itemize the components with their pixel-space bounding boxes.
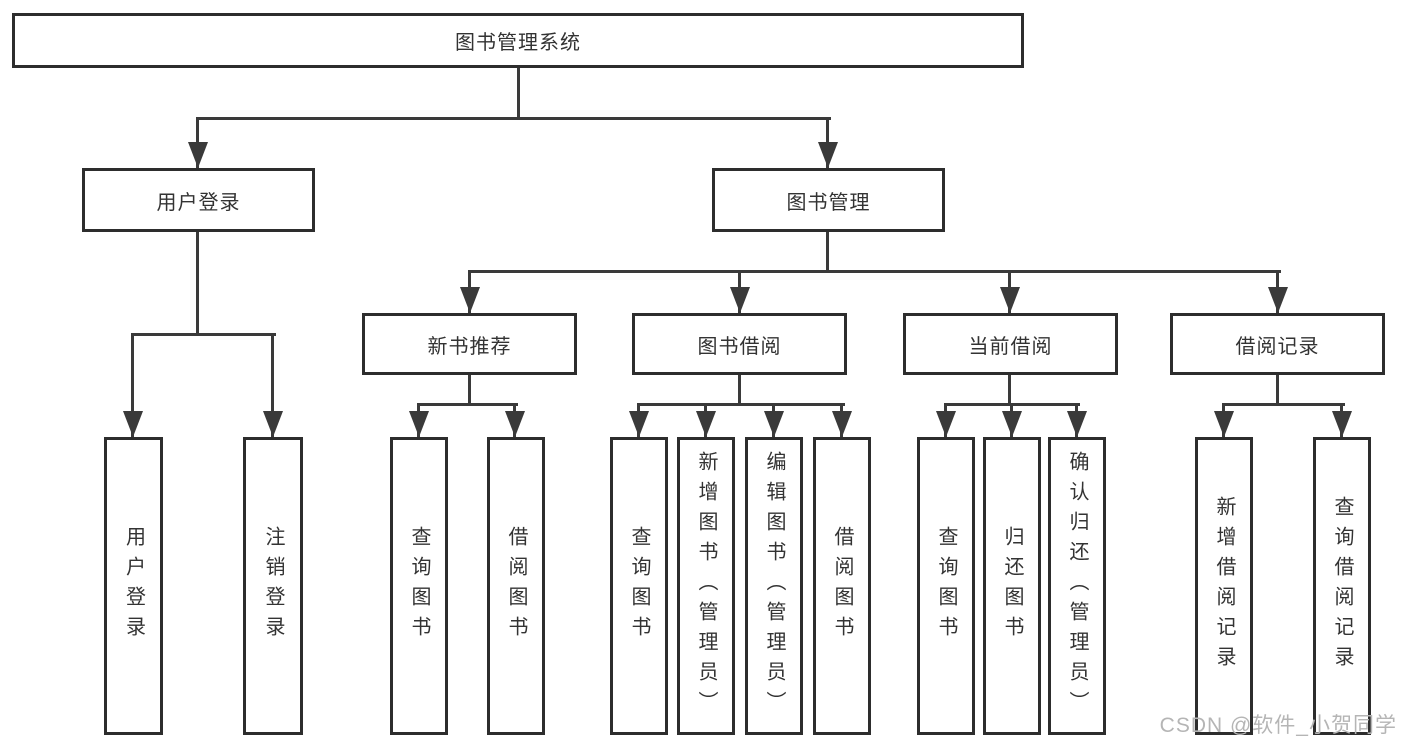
- node-borrow-records: 借阅记录: [1170, 313, 1385, 375]
- connector-bus: [196, 117, 831, 120]
- connector-arrowhead: [818, 142, 838, 168]
- connector-drop: [271, 333, 274, 437]
- node-label: 用户登录: [156, 191, 241, 214]
- connector-trunk: [468, 373, 471, 405]
- node-label: 图书管理系统: [455, 32, 581, 54]
- connector-trunk: [738, 373, 741, 405]
- node-label: 归还图书: [1001, 526, 1023, 646]
- connector-trunk: [1276, 373, 1279, 405]
- leaf-user-login: 用户登录: [104, 437, 163, 735]
- node-label: 借阅图书: [831, 526, 853, 646]
- leaf-add-borrow-record: 新增借阅记录: [1195, 437, 1253, 735]
- connector-bus: [417, 403, 518, 406]
- connector-arrowhead: [730, 287, 750, 313]
- node-label: 查询图书: [408, 526, 430, 646]
- node-root-library-system: 图书管理系统: [12, 13, 1024, 68]
- leaf-query-books-recommend: 查询图书: [390, 437, 448, 735]
- connector-trunk: [826, 230, 829, 272]
- leaf-query-books-current: 查询图书: [917, 437, 975, 735]
- connector-arrowhead: [505, 411, 525, 437]
- connector-bus: [468, 270, 1281, 273]
- node-label: 注销登录: [262, 526, 284, 646]
- node-label: 查询图书: [628, 526, 650, 646]
- node-label: 新书推荐: [427, 335, 512, 358]
- connector-arrowhead: [1002, 411, 1022, 437]
- connector-arrowhead: [832, 411, 852, 437]
- leaf-return-book: 归还图书: [983, 437, 1041, 735]
- connector-arrowhead: [460, 287, 480, 313]
- connector-arrowhead: [1000, 287, 1020, 313]
- connector-arrowhead: [629, 411, 649, 437]
- connector-arrowhead: [1268, 287, 1288, 313]
- node-label: 图书管理: [786, 191, 871, 214]
- connector-arrowhead: [188, 142, 208, 168]
- node-label: 借阅图书: [505, 526, 527, 646]
- leaf-query-borrow-record: 查询借阅记录: [1313, 437, 1371, 735]
- connector-arrowhead: [1067, 411, 1087, 437]
- node-new-book-recommend: 新书推荐: [362, 313, 577, 375]
- connector-arrowhead: [123, 411, 143, 437]
- node-label: 新增图书（管理员）: [695, 451, 717, 721]
- node-label: 确认归还（管理员）: [1066, 451, 1088, 721]
- leaf-add-book-admin: 新增图书（管理员）: [677, 437, 735, 735]
- node-book-management: 图书管理: [712, 168, 945, 232]
- csdn-watermark: CSDN @软件_小贺同学: [1159, 714, 1397, 737]
- node-label: 新增借阅记录: [1213, 496, 1235, 676]
- node-current-borrow: 当前借阅: [903, 313, 1118, 375]
- leaf-query-books-borrow: 查询图书: [610, 437, 668, 735]
- connector-arrowhead: [936, 411, 956, 437]
- connector-arrowhead: [263, 411, 283, 437]
- connector-arrowhead: [1332, 411, 1352, 437]
- node-label: 查询图书: [935, 526, 957, 646]
- connector-trunk: [517, 66, 520, 119]
- connector-trunk: [196, 230, 199, 335]
- node-book-borrow: 图书借阅: [632, 313, 847, 375]
- leaf-borrow-books-recommend: 借阅图书: [487, 437, 545, 735]
- leaf-logout: 注销登录: [243, 437, 303, 735]
- connector-bus: [1222, 403, 1345, 406]
- node-label: 当前借阅: [968, 335, 1053, 358]
- node-label: 编辑图书（管理员）: [763, 451, 785, 721]
- connector-arrowhead: [409, 411, 429, 437]
- connector-arrowhead: [764, 411, 784, 437]
- leaf-edit-book-admin: 编辑图书（管理员）: [745, 437, 803, 735]
- connector-arrowhead: [696, 411, 716, 437]
- node-label: 图书借阅: [697, 335, 782, 358]
- connector-arrowhead: [1214, 411, 1234, 437]
- connector-drop: [131, 333, 134, 437]
- node-user-login: 用户登录: [82, 168, 315, 232]
- connector-bus: [637, 403, 845, 406]
- connector-bus: [131, 333, 276, 336]
- connector-trunk: [1008, 373, 1011, 405]
- node-label: 借阅记录: [1235, 335, 1320, 358]
- node-label: 用户登录: [122, 526, 145, 646]
- leaf-confirm-return-admin: 确认归还（管理员）: [1048, 437, 1106, 735]
- node-label: 查询借阅记录: [1331, 496, 1353, 676]
- leaf-borrow-books: 借阅图书: [813, 437, 871, 735]
